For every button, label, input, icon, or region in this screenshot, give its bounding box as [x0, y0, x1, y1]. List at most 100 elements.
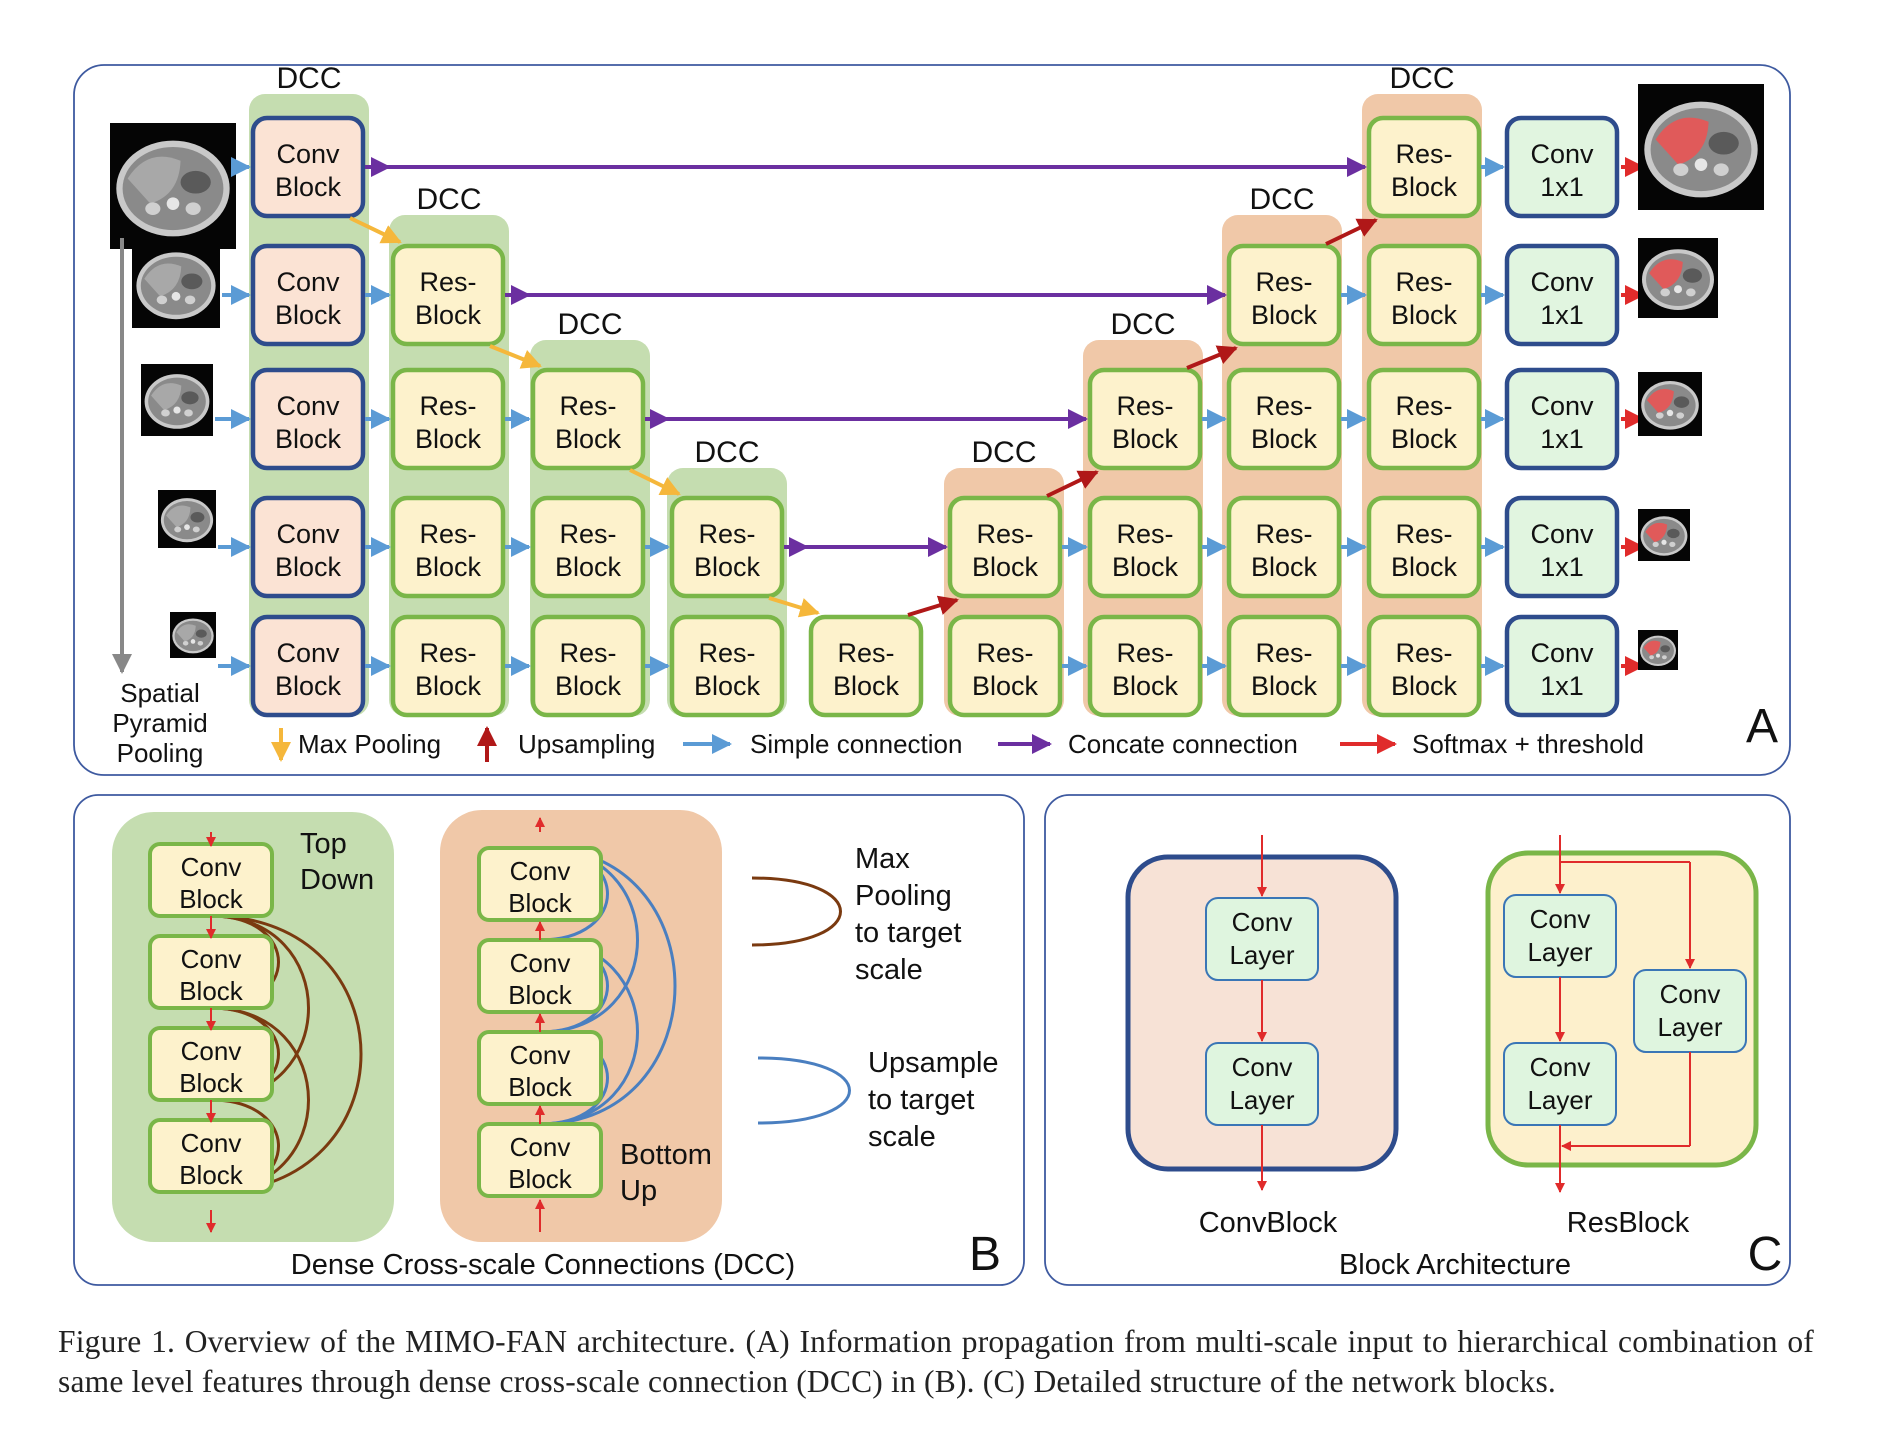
top-down-conv-block-label-1: Conv	[181, 944, 242, 974]
panel-c: ConvLayerConvLayerConvLayerConvLayerConv…	[1205, 835, 1747, 1193]
res-block-label-2: Block	[972, 552, 1039, 582]
kidney	[161, 409, 170, 417]
conv1x1-block-label-1: Conv	[1530, 391, 1594, 421]
bottom-up-conv-block-label-1: Conv	[510, 1040, 571, 1070]
res-block-label-2: Block	[1251, 671, 1318, 701]
res-block-label-2: Block	[555, 671, 622, 701]
liver-mask	[1643, 640, 1661, 656]
kidney	[1686, 288, 1696, 297]
upsampling-arrow	[1186, 345, 1238, 370]
bottom-up-label-1: Bottom	[620, 1139, 712, 1171]
res-block-label-2: Block	[694, 552, 761, 582]
res-block-label-2: Block	[555, 424, 622, 454]
top-down-conv-block-label-1: Conv	[181, 852, 242, 882]
resblock-layer-1-label-1: Conv	[1530, 904, 1591, 934]
res-block-label-2: Block	[555, 552, 622, 582]
output-mask-scale-4	[1638, 509, 1690, 561]
max-pooling-arrow	[349, 216, 402, 244]
input-ct-scale-2	[132, 240, 220, 328]
dcc-label: DCC	[1111, 308, 1176, 341]
res-block-label-1: Res-	[1255, 267, 1312, 297]
res-block-label-2: Block	[694, 671, 761, 701]
res-block-label-1: Res-	[419, 638, 476, 668]
kidney	[185, 202, 201, 215]
legend-up-3: scale	[868, 1121, 936, 1153]
res-block-label-1: Res-	[559, 519, 616, 549]
res-block	[1226, 614, 1342, 718]
conv1x1-block	[1504, 495, 1620, 599]
res-block	[530, 614, 646, 718]
liver	[151, 383, 182, 411]
output-mask-scale-2	[1638, 238, 1718, 318]
dcc-label: DCC	[1390, 62, 1455, 95]
bottom-up-conv-block-label-1: Conv	[510, 856, 571, 886]
liver-mask	[1655, 117, 1709, 165]
res-block	[1366, 115, 1482, 219]
stomach	[181, 273, 203, 290]
spine	[173, 406, 181, 414]
spine	[1656, 653, 1660, 658]
spp-label-3: Pooling	[117, 738, 204, 768]
stomach	[1682, 268, 1702, 283]
kidney	[197, 640, 204, 646]
stomach	[1708, 131, 1739, 155]
kidney	[184, 409, 193, 417]
conv-block	[250, 614, 366, 718]
conv-block-label-2: Block	[275, 172, 342, 202]
res-block-label-2: Block	[1112, 552, 1179, 582]
spine	[190, 639, 196, 644]
liver	[127, 156, 181, 204]
top-down-label-2: Down	[300, 864, 374, 896]
legend-max-pooling-curve	[751, 876, 842, 947]
max-pooling-curve	[210, 914, 363, 1194]
conv-block-label-2: Block	[275, 300, 342, 330]
conv-block	[250, 243, 366, 347]
kidney	[192, 526, 200, 533]
top-down-conv-block-label-1: Conv	[181, 1036, 242, 1066]
conv1x1-block	[1504, 115, 1620, 219]
res-block-label-1: Res-	[976, 519, 1033, 549]
res-block-label-1: Res-	[1395, 267, 1452, 297]
res-block	[1087, 367, 1203, 471]
conv1x1-block-label-1: Conv	[1530, 139, 1594, 169]
res-block	[947, 614, 1063, 718]
res-block-label-2: Block	[1391, 552, 1458, 582]
bottom-up-conv-block-label-1: Conv	[510, 1132, 571, 1162]
res-block	[1366, 243, 1482, 347]
top-down-conv-block-label-2: Block	[179, 1068, 244, 1098]
conv1x1-block	[1504, 367, 1620, 471]
stomach	[1660, 645, 1670, 653]
res-block	[808, 614, 924, 718]
dcc-label: DCC	[695, 436, 760, 469]
res-block	[1226, 495, 1342, 599]
res-block	[1226, 243, 1342, 347]
top-down-conv-block-label-2: Block	[179, 976, 244, 1006]
liver	[176, 624, 196, 642]
res-block-label-2: Block	[1251, 300, 1318, 330]
res-block-label-1: Res-	[1395, 391, 1452, 421]
conv1x1-block-label-1: Conv	[1530, 267, 1594, 297]
legend-max-pooling: Max Pooling	[298, 729, 441, 759]
kidney	[1713, 163, 1729, 176]
bottom-up-conv-block-label-2: Block	[508, 1164, 573, 1194]
max-pooling-arrow	[768, 596, 820, 618]
res-block-label-1: Res-	[419, 391, 476, 421]
conv-block-label-1: Conv	[276, 638, 340, 668]
panel-b: ConvBlockConvBlockConvBlockConvBlockConv…	[148, 817, 677, 1233]
res-block	[530, 367, 646, 471]
top-down-conv-block-label-2: Block	[179, 1160, 244, 1190]
conv1x1-block-label-1: Conv	[1530, 519, 1594, 549]
kidney	[1662, 655, 1667, 660]
top-down-conv-block-label-2: Block	[179, 884, 244, 914]
res-block-label-1: Res-	[1255, 391, 1312, 421]
conv-block-label-1: Conv	[276, 267, 340, 297]
spine	[1661, 539, 1667, 545]
kidney	[1669, 541, 1676, 547]
res-block-label-1: Res-	[419, 267, 476, 297]
stomach	[195, 629, 207, 638]
kidney	[1673, 163, 1689, 176]
resblock-label: ResBlock	[1567, 1207, 1690, 1239]
res-block-label-1: Res-	[698, 519, 755, 549]
res-block	[390, 614, 506, 718]
